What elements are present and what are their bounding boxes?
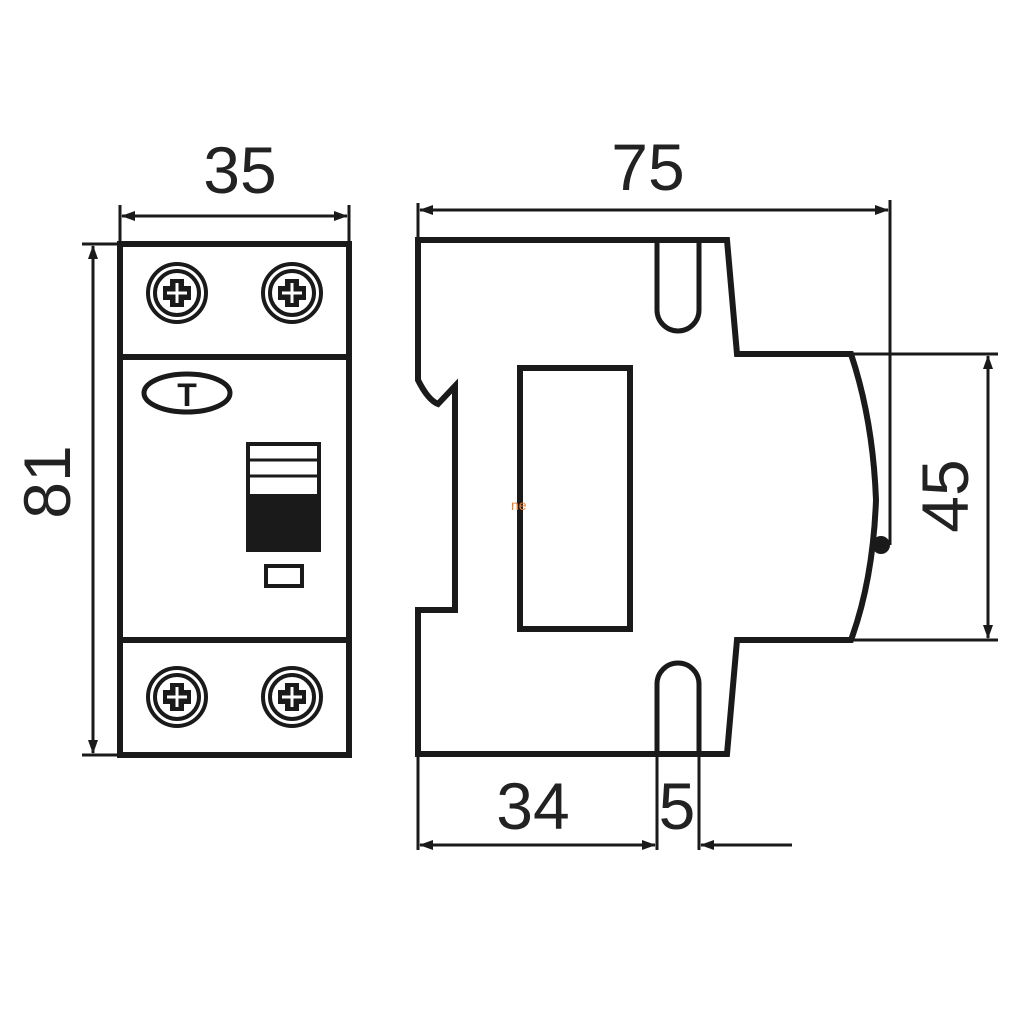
test-button-icon xyxy=(141,371,233,415)
watermark: ne xyxy=(511,497,527,513)
dimension-slot-width: 5 xyxy=(659,769,696,843)
side-body-outline xyxy=(415,237,880,757)
side-label-window xyxy=(517,365,633,632)
dimension-rail-offset: 34 xyxy=(496,769,569,843)
side-dimension-lines xyxy=(416,200,998,850)
side-view xyxy=(415,237,890,757)
bottom-mounting-slot xyxy=(654,660,702,754)
dimension-front-height: 81 xyxy=(10,445,84,518)
front-view: T xyxy=(117,241,352,758)
hinge-point-icon xyxy=(872,536,890,554)
toggle-lever-icon xyxy=(246,442,321,552)
status-indicator-window xyxy=(264,564,304,588)
dimension-side-depth: 75 xyxy=(611,130,684,204)
screw-terminal-icon xyxy=(146,262,208,324)
dimension-front-width: 35 xyxy=(203,133,276,207)
top-mounting-slot xyxy=(654,240,702,334)
dimension-side-front-height: 45 xyxy=(908,459,982,532)
screw-terminal-icon xyxy=(261,666,323,728)
front-dimension-lines xyxy=(82,205,351,757)
screw-terminal-icon xyxy=(146,666,208,728)
test-button-label: T xyxy=(177,377,197,413)
front-body-outline xyxy=(117,241,352,758)
screw-terminal-icon xyxy=(261,262,323,324)
